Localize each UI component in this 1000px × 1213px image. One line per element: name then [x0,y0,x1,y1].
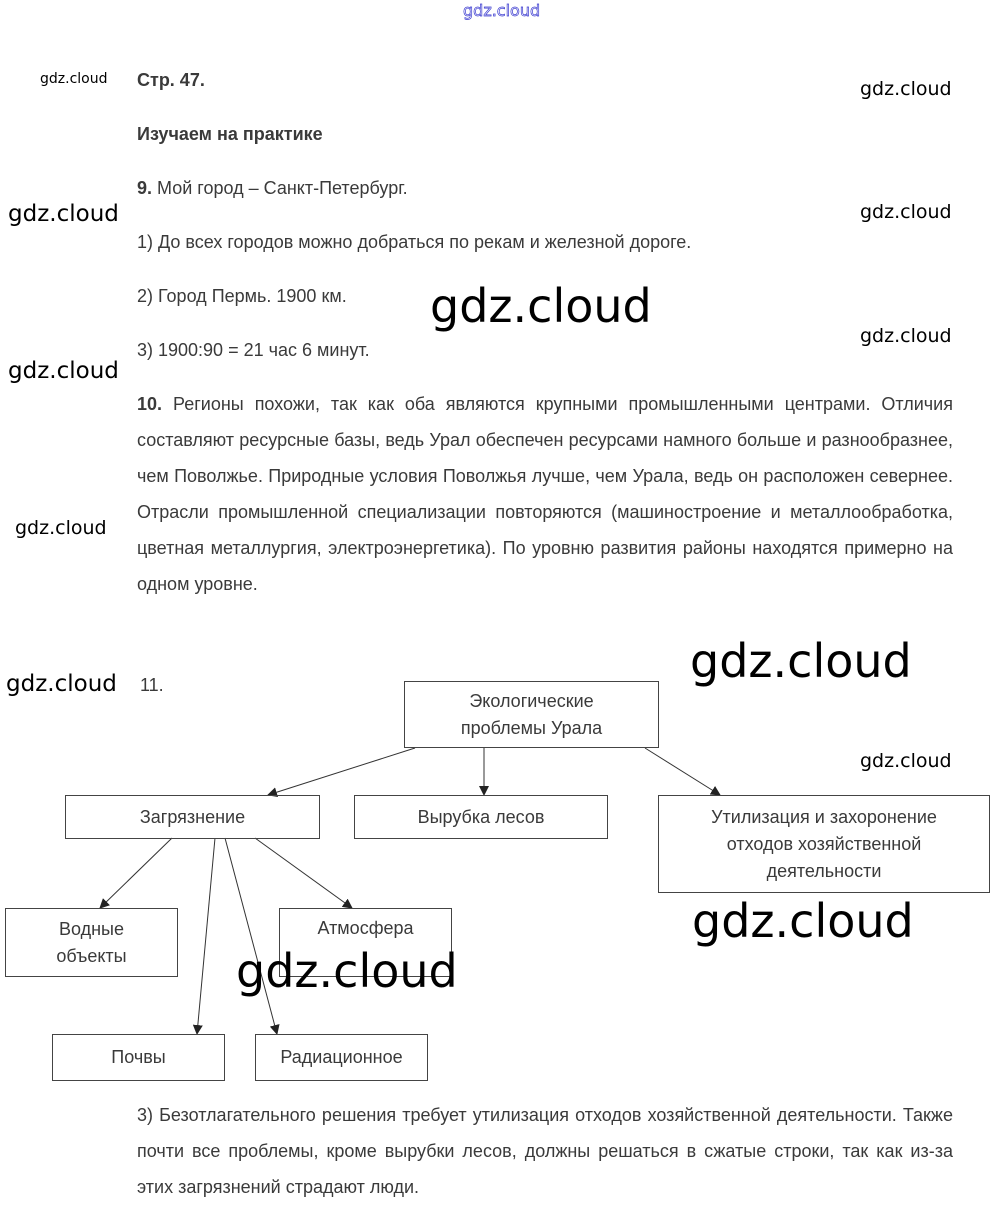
watermark: gdz.cloud [8,201,119,227]
watermark-top: gdz.cloud [463,1,541,20]
arrow-pollution-radiation [224,837,280,1035]
watermark: gdz.cloud [860,325,952,347]
watermark: gdz.cloud [430,279,652,333]
diagram-node-soil: Почвы [52,1034,225,1081]
arrow-pollution-soil [192,837,216,1035]
watermark: gdz.cloud [860,201,952,223]
task-11-conclusion: 3) Безотлагательного решения требует ути… [137,1105,953,1197]
diagram-node-root: Экологические проблемы Урала [404,681,659,748]
task-9-item-2: 2) Город Пермь. 1900 км. [137,286,347,306]
diagram-node-radiation: Радиационное [255,1034,428,1081]
watermark: gdz.cloud [236,944,458,998]
watermark: gdz.cloud [860,78,952,100]
watermark: gdz.cloud [15,517,107,539]
task-10-paragraph: 10. Регионы похожи, так как оба являются… [137,386,953,602]
task-9-item-3: 3) 1900:90 = 21 час 6 минут. [137,340,370,360]
watermark: gdz.cloud [8,358,119,384]
watermark: gdz.cloud [692,894,914,948]
watermark: gdz.cloud [860,750,952,772]
watermark: gdz.cloud [690,634,912,688]
watermark: gdz.cloud [40,71,108,87]
arrow-pollution-atmosphere [254,837,353,909]
arrow-root-pollution [267,747,416,798]
diagram-node-pollution: Загрязнение [65,795,320,839]
task-9-heading: 9. Мой город – Санкт-Петербург. [137,178,408,199]
task-9-number: 9. [137,178,153,198]
task-10-text: Регионы похожи, так как оба являются кру… [137,394,953,594]
task-10-number: 10. [137,394,163,414]
watermark: gdz.cloud [6,671,117,697]
arrow-pollution-water [99,837,173,909]
task-9-item-1: 1) До всех городов можно добраться по ре… [137,232,692,252]
task-11-number: 11. [140,675,164,695]
diagram-node-atmosphere: Атмосфера [279,908,452,977]
task-9-title: Мой город – Санкт-Петербург. [157,178,408,198]
diagram-node-water: Водные объекты [5,908,178,977]
diagram-node-waste: Утилизация и захоронение отходов хозяйст… [658,795,990,893]
diagram-node-deforestation: Вырубка лесов [354,795,608,839]
page-number: Стр. 47. [137,70,205,90]
section-title: Изучаем на практике [137,124,323,144]
arrow-root-waste [644,747,721,796]
